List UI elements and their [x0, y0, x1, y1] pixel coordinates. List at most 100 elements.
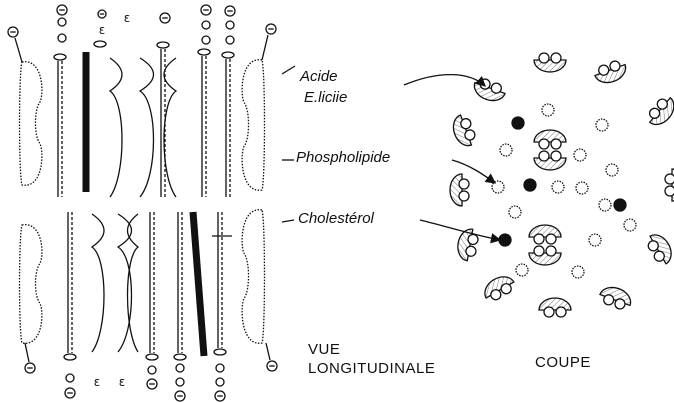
tether-line	[262, 35, 268, 60]
glycerol-collar	[222, 52, 234, 58]
cross-section-view	[449, 53, 674, 317]
charge-symbol	[65, 388, 75, 398]
wavy-chain	[140, 58, 154, 197]
pointer-line	[282, 66, 295, 74]
charge-symbol	[160, 13, 170, 23]
charge-symbol	[57, 5, 67, 15]
polar-head-bead	[226, 21, 234, 29]
phospholipid-head-section	[589, 234, 601, 246]
polar-head-bead	[216, 378, 224, 386]
bile-acid-left-bottom	[20, 225, 42, 344]
bile-acid-section	[644, 230, 674, 267]
phospholipid-head-section	[574, 149, 586, 161]
phospholipid-head-section	[572, 266, 584, 278]
glycerol-collar	[214, 349, 226, 355]
phospholipid-head-section	[606, 164, 618, 176]
bile-acid-section	[598, 283, 635, 312]
phospholipid-chain	[58, 61, 62, 197]
glycerol-collar	[94, 41, 106, 47]
leader-arrow	[404, 75, 485, 86]
bile-acid-section	[539, 298, 571, 317]
bile-acid-section	[480, 272, 517, 304]
charge-symbol	[147, 379, 157, 389]
charge-symbol	[225, 6, 235, 16]
glycerol-collar	[198, 49, 210, 55]
charge-symbol	[98, 10, 106, 18]
polar-head-bead	[226, 36, 234, 44]
phospholipid-chain	[218, 212, 222, 348]
bile-acid-section	[450, 174, 469, 206]
bile-acid-section	[534, 53, 566, 72]
phospholipid-chain	[178, 212, 182, 353]
charge-symbol	[201, 5, 211, 15]
tether-line	[266, 343, 270, 360]
label-vue: VUE	[308, 342, 340, 357]
polar-head-bead	[202, 21, 210, 29]
label-longitudinale: LONGITUDINALE	[308, 361, 435, 376]
bile-acid-section	[644, 93, 674, 130]
phospholipid-head-section	[596, 119, 608, 131]
wavy-chain	[92, 214, 104, 352]
phospholipid-chain	[150, 212, 154, 353]
phospholipid-chain	[202, 56, 206, 197]
bile-acid-section	[593, 58, 630, 87]
charge-symbol	[267, 361, 277, 371]
cholesterol-section	[614, 199, 626, 211]
phospholipid-head-section	[624, 219, 636, 231]
phospholipid-chain	[68, 212, 72, 353]
ring-symbol: ε	[119, 375, 126, 389]
phospholipid-head-section	[516, 264, 528, 276]
tether-line	[15, 38, 22, 62]
bile-acid-right-top	[242, 60, 264, 191]
label-acide-biliaire-line1: Acide	[300, 69, 338, 84]
bile-acid-section	[534, 130, 566, 149]
bile-acid-right-bottom	[242, 210, 264, 344]
charge-symbol	[215, 391, 225, 401]
glycerol-collar	[157, 42, 169, 48]
glycerol-collar	[54, 54, 66, 60]
glycerol-collar	[64, 354, 76, 360]
bile-acid-section	[449, 113, 478, 150]
phospholipid-head-section	[500, 144, 512, 156]
label-coupe: COUPE	[535, 355, 591, 370]
tether-line	[25, 343, 29, 362]
charge-symbol	[8, 27, 18, 37]
charge-symbol	[25, 363, 35, 373]
polar-head-bead	[148, 366, 156, 374]
polar-head-bead	[216, 364, 224, 372]
cholesterol-section	[512, 117, 524, 129]
phospholipid-chain	[226, 59, 230, 197]
cholesterol-bar	[193, 212, 204, 356]
pointer-line	[282, 220, 294, 222]
bile-acid-section	[534, 151, 566, 170]
label-phospholipide: Phospholipide	[296, 150, 390, 165]
wavy-chain	[118, 214, 132, 352]
glycerol-collar	[174, 354, 186, 360]
charge-symbol	[266, 24, 276, 34]
polar-head-bead	[66, 374, 74, 382]
phospholipid-head-section	[509, 206, 521, 218]
wavy-chain	[128, 214, 139, 352]
ring-symbol: ε	[94, 375, 101, 389]
polar-head-bead	[202, 36, 210, 44]
label-acide-biliaire-line2: E.liciie	[304, 90, 347, 105]
charge-symbol	[175, 391, 185, 401]
phospholipid-head-section	[576, 182, 588, 194]
bile-acid-section	[529, 246, 561, 265]
bile-acid-section	[665, 169, 674, 201]
polar-head-bead	[176, 378, 184, 386]
polar-head-bead	[58, 34, 66, 42]
wavy-chain	[110, 58, 122, 197]
cholesterol-section	[499, 234, 511, 246]
wavy-chain	[164, 58, 176, 197]
cholesterol-section	[524, 179, 536, 191]
ring-symbol: ε	[99, 23, 106, 37]
phospholipid-head-section	[542, 104, 554, 116]
phospholipid-head-section	[599, 199, 611, 211]
label-cholesterol: Cholestérol	[298, 211, 374, 226]
glycerol-collar	[146, 354, 158, 360]
phospholipid-head-section	[552, 181, 564, 193]
bile-acid-left-top	[20, 62, 42, 186]
